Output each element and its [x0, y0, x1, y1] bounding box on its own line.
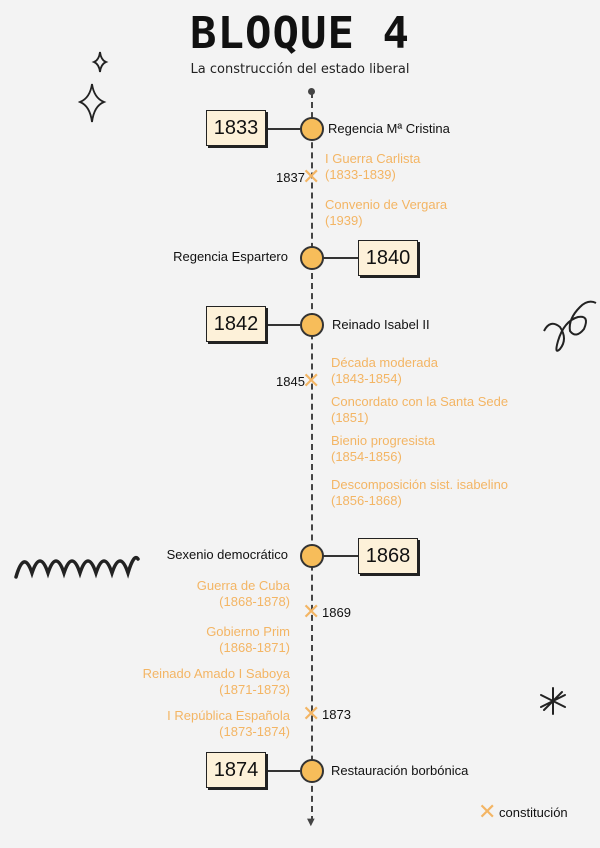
event-label: Reinado Isabel II	[332, 317, 430, 332]
timeline-node	[300, 117, 324, 141]
cross-icon: ✕	[302, 705, 320, 725]
connector-line	[322, 555, 358, 557]
connector-line	[268, 770, 300, 772]
connector-line	[268, 324, 300, 326]
timeline-arrow-icon: ▼	[307, 817, 315, 828]
subevent: Descomposición sist. isabelino(1856-1868…	[331, 477, 508, 509]
connector-line	[268, 128, 300, 130]
constitution-year: 1873	[322, 707, 351, 722]
cross-icon: ✕	[302, 168, 320, 188]
timeline-node	[300, 759, 324, 783]
year-box-1842: 1842	[206, 306, 266, 342]
subevent: Convenio de Vergara(1939)	[325, 197, 447, 229]
subevent: Gobierno Prim(1868-1871)	[206, 624, 290, 656]
event-label: Regencia Espartero	[173, 249, 288, 264]
sparkle-icon	[78, 48, 118, 128]
squiggle-loop-icon	[540, 295, 600, 357]
year-box-1840: 1840	[358, 240, 418, 276]
subevent: Década moderada(1843-1854)	[331, 355, 438, 387]
year-box-1868: 1868	[358, 538, 418, 574]
timeline-node	[300, 246, 324, 270]
connector-line	[322, 257, 358, 259]
event-label: Regencia Mª Cristina	[328, 121, 450, 136]
subevent: Concordato con la Santa Sede(1851)	[331, 394, 508, 426]
subevent: I Guerra Carlista(1833-1839)	[325, 151, 420, 183]
cross-icon: ✕	[478, 803, 496, 823]
event-label: Restauración borbónica	[331, 763, 468, 778]
constitution-year: 1845	[276, 374, 305, 389]
constitution-year: 1837	[276, 170, 305, 185]
zigzag-icon	[14, 545, 142, 583]
legend-label: constitución	[499, 805, 568, 820]
constitution-year: 1869	[322, 605, 351, 620]
year-box-1874: 1874	[206, 752, 266, 788]
subevent: I República Española(1873-1874)	[167, 708, 290, 740]
cross-icon: ✕	[302, 372, 320, 392]
timeline-node	[300, 544, 324, 568]
subevent: Bienio progresista(1854-1856)	[331, 433, 435, 465]
asterisk-icon	[538, 686, 568, 716]
event-label: Sexenio democrático	[167, 547, 288, 562]
timeline-node	[300, 313, 324, 337]
subevent: Reinado Amado I Saboya(1871-1873)	[143, 666, 290, 698]
year-box-1833: 1833	[206, 110, 266, 146]
subevent: Guerra de Cuba(1868-1878)	[197, 578, 290, 610]
cross-icon: ✕	[302, 603, 320, 623]
